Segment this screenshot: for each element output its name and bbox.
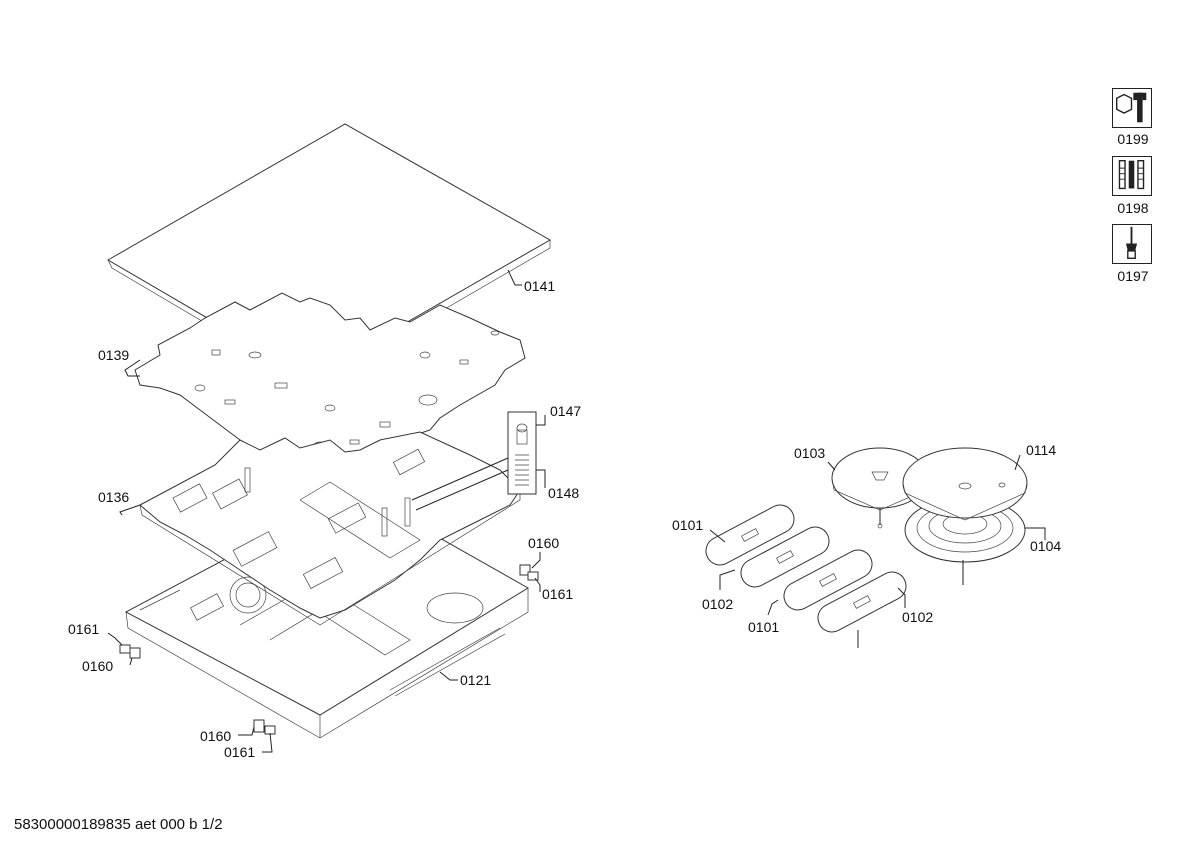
tool-label-0199: 0199 xyxy=(1117,131,1149,147)
spacer-bolts xyxy=(244,467,411,537)
carrier-frame[interactable] xyxy=(139,431,521,626)
callout-0101-bottom: 0101 xyxy=(748,619,779,635)
callout-0104: 0104 xyxy=(1030,538,1061,554)
wrench-nut-icon[interactable] xyxy=(1112,88,1152,128)
callout-0103: 0103 xyxy=(794,445,825,461)
tool-label-0198: 0198 xyxy=(1117,200,1149,216)
screws-icon[interactable] xyxy=(1112,156,1152,196)
callout-0148: 0148 xyxy=(548,485,579,501)
vent-slots xyxy=(139,589,506,697)
tool-label-0197: 0197 xyxy=(1117,268,1149,284)
spring-detail[interactable] xyxy=(411,411,537,511)
callout-0161-right: 0161 xyxy=(542,586,573,602)
callout-0102-right: 0102 xyxy=(902,609,933,625)
callout-0161-bottom: 0161 xyxy=(224,744,255,760)
callout-0136: 0136 xyxy=(98,489,129,505)
callout-0102-left: 0102 xyxy=(702,596,733,612)
callout-0121: 0121 xyxy=(460,672,491,688)
coil-disc-0114[interactable] xyxy=(902,447,1028,521)
callout-0147: 0147 xyxy=(550,403,581,419)
callout-0139: 0139 xyxy=(98,347,129,363)
leader-lines xyxy=(107,269,1046,753)
clips[interactable] xyxy=(119,564,539,735)
document-footer: 58300000189835 aet 000 b 1/2 xyxy=(14,816,223,833)
callout-0160-bottom: 0160 xyxy=(200,728,231,744)
callout-0160-left: 0160 xyxy=(82,658,113,674)
callout-0101-top: 0101 xyxy=(672,517,703,533)
screwdriver-icon[interactable] xyxy=(1112,224,1152,264)
oval-coils[interactable] xyxy=(701,500,911,648)
callout-0160-right: 0160 xyxy=(528,535,559,551)
callout-0114: 0114 xyxy=(1026,442,1056,458)
callout-0161-left: 0161 xyxy=(68,621,99,637)
callout-0141: 0141 xyxy=(524,278,555,294)
